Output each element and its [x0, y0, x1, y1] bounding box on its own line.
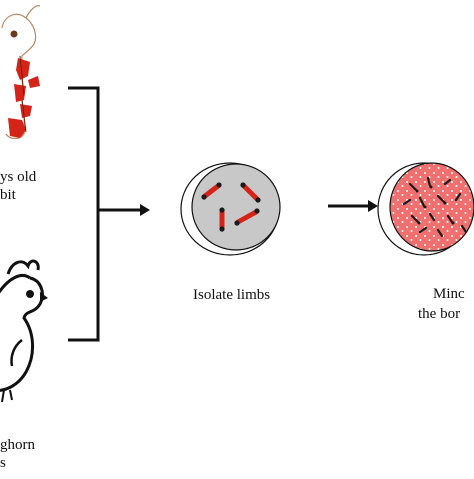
limb-bone	[201, 182, 222, 200]
chicken-label-line2: s	[0, 455, 6, 471]
petri-dish-minced-icon	[377, 162, 474, 256]
arrow-to-mince	[328, 200, 378, 212]
arrow-to-isolate	[98, 204, 150, 216]
petri-dish-limbs-icon	[180, 162, 281, 256]
limb-bone	[219, 207, 225, 232]
merge-bracket	[68, 86, 100, 342]
bone-fragment-dots	[415, 185, 455, 225]
chicken-label-line1: ghorn	[0, 437, 35, 453]
bone-fragments	[402, 176, 468, 238]
limb-bone	[234, 208, 260, 226]
mince-label-line2: the bor	[418, 306, 461, 322]
limb-bone	[240, 182, 261, 203]
chicken-icon	[0, 259, 48, 403]
rabbit-label-line1: ys old	[0, 169, 37, 185]
rabbit-label-line2: bit	[0, 187, 16, 203]
isolate-limbs-label: Isolate limbs	[193, 287, 271, 303]
rabbit-icon	[1, 5, 41, 140]
mince-label-line1: Minc	[433, 286, 465, 302]
